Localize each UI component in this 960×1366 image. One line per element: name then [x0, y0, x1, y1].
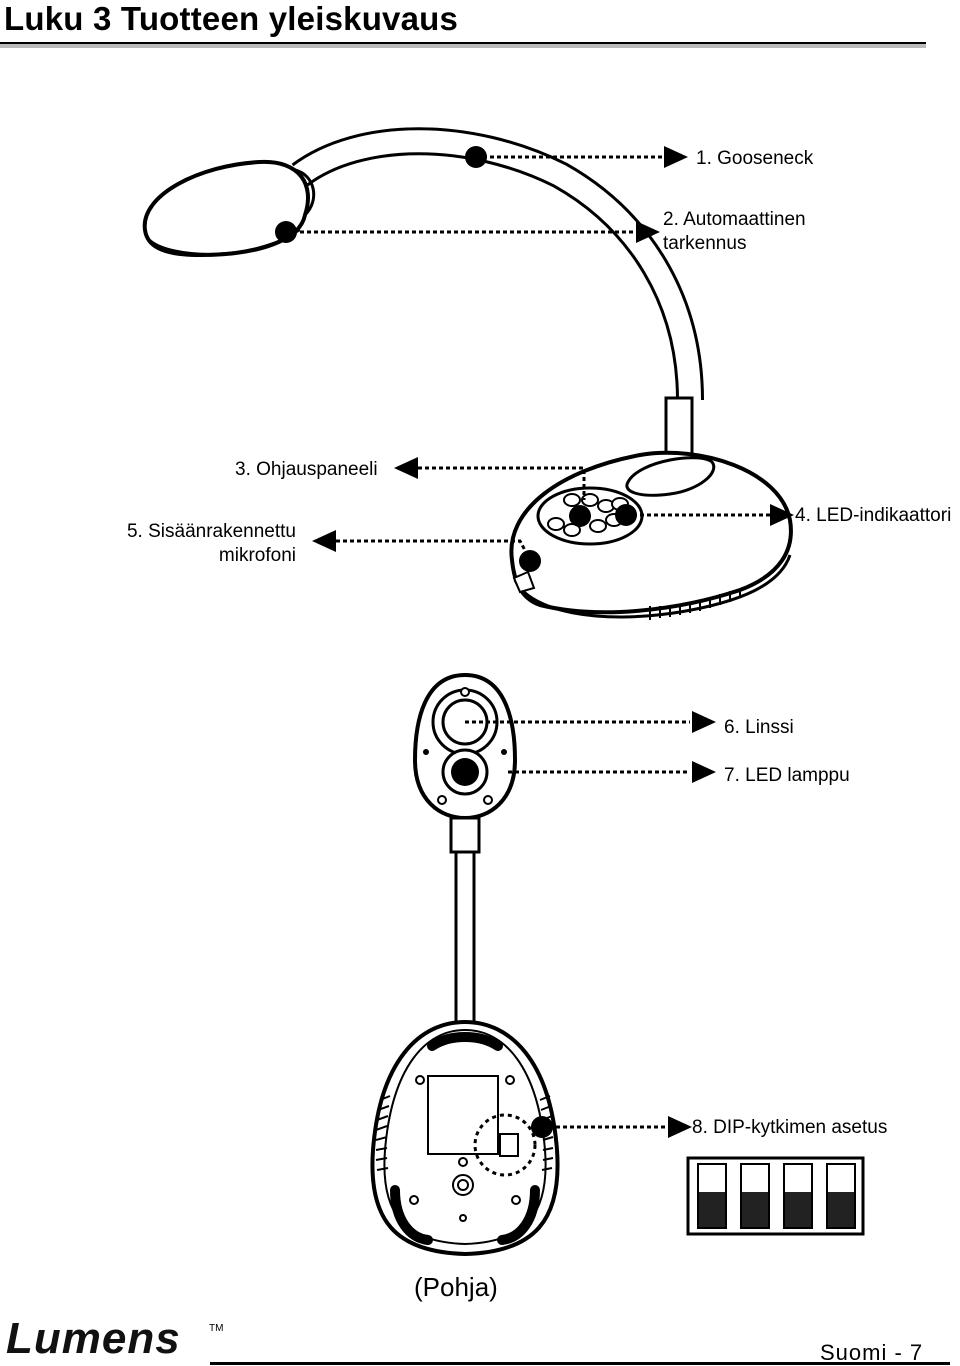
trademark-mark: TM [209, 1323, 224, 1334]
page-title: Luku 3 Tuotteen yleiskuvaus [4, 0, 459, 37]
arrow-autofocus [636, 221, 660, 243]
callout-dot-gooseneck [465, 146, 487, 168]
footer-divider [210, 1362, 950, 1365]
callout-dot-autofocus [275, 221, 297, 243]
label-lens: 6. Linssi [724, 717, 794, 738]
title-divider [0, 42, 926, 48]
label-microphone-line1: 5. Sisäänrakennettu [126, 521, 296, 542]
brand-logo: Lumens [6, 1314, 181, 1363]
callout-dot-microphone [519, 550, 541, 572]
label-led-lamp: 7. LED lamppu [724, 765, 850, 786]
arrow-dip-switch [668, 1116, 692, 1138]
arrow-lens [692, 711, 716, 733]
leader-microphone [336, 539, 530, 557]
label-led-indicator: 4. LED-indikaattori [795, 505, 952, 526]
camera-base-bottom [370, 1019, 560, 1257]
label-dip-switch: 8. DIP-kytkimen asetus [692, 1117, 888, 1138]
arrow-led-lamp [692, 761, 716, 783]
neck-collar-front [449, 816, 481, 854]
label-gooseneck: 1. Gooseneck [696, 148, 814, 169]
dip-switch-detail [686, 1156, 865, 1236]
arrow-led-indicator [770, 504, 794, 526]
label-microphone-line2: mikrofoni [218, 545, 296, 566]
label-autofocus-line1: 2. Automaattinen [663, 209, 806, 230]
gooseneck-arm [291, 127, 704, 401]
callout-dot-control-panel [569, 505, 591, 527]
callout-dot-led-indicator [615, 504, 637, 526]
camera-base [509, 450, 793, 620]
camera-head-front [412, 672, 518, 821]
arrow-gooseneck [664, 146, 688, 168]
label-control-panel: 3. Ohjauspaneeli [235, 459, 378, 480]
label-autofocus-line2: tarkennus [663, 233, 747, 254]
page-number: Suomi - 7 [820, 1340, 924, 1365]
callout-dot-dip-switch [531, 1116, 553, 1138]
arrow-control-panel [394, 457, 418, 479]
arrow-microphone [312, 530, 336, 552]
bottom-view-caption: (Pohja) [414, 1272, 498, 1302]
gooseneck-front [454, 850, 476, 1024]
